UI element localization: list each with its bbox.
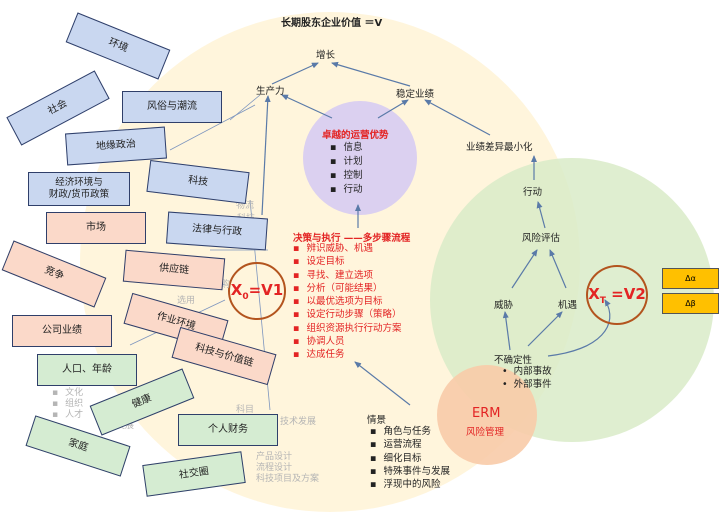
node-growth: 增长 [316, 50, 336, 61]
list-item: 以最优选项为目标 [293, 295, 401, 308]
node-uncertainty: 不确定性 [494, 355, 533, 366]
arrow-ops-stable [377, 99, 409, 119]
faint-word: 物流 [236, 201, 255, 211]
list-item: 浮现中的风险 [370, 478, 450, 491]
list-item: 辨识威胁、机遇 [293, 242, 401, 255]
faint-list-mid: 产品设计 流程设计 科技项目及方案 [256, 452, 319, 485]
delta-beta-box: Δβ [662, 293, 719, 314]
ops-list: 信息 计划 控制 行动 [330, 141, 362, 197]
list-item: 外部事件 [502, 378, 552, 391]
list-item: 文化 [52, 388, 134, 399]
list-item: 设定行动步骤（策略） [293, 308, 401, 321]
x0-label: X0=V1 [230, 280, 284, 302]
xt-label: XT =V2 [588, 284, 646, 306]
decision-list: 辨识威胁、机遇 设定目标 寻找、建立选项 分析（可能结果） 以最优选项为目标 设… [293, 242, 401, 362]
page-title: 长期股东企业价值 ＝V [281, 18, 383, 29]
list-item: 组织 [52, 399, 134, 410]
list-item: 特殊事件与发展 [370, 465, 450, 478]
faint-word: 科目 [236, 405, 255, 415]
arrow-variance-stable [424, 99, 491, 136]
list-item: 人才 [52, 410, 134, 421]
list-item: 行动 [330, 183, 362, 197]
list-item: 运营流程 [370, 438, 450, 451]
arrow-ops-productivity [281, 94, 333, 119]
list-item: 内部事故 [502, 365, 552, 378]
list-item: 达成任务 [293, 348, 401, 361]
node-threat: 威胁 [494, 300, 514, 311]
uncertainty-list: 内部事故 外部事件 [502, 365, 552, 391]
list-item: 流程设计 [256, 463, 293, 473]
list-item: 分析（可能结果） [293, 282, 401, 295]
arrow-stable-growth [331, 61, 411, 87]
node-variance: 业绩差异最小化 [466, 142, 533, 153]
scenario-title: 情景 [367, 415, 387, 426]
arrow-scenario-decision [354, 361, 411, 406]
box-market: 市场 [46, 212, 146, 244]
box-company: 公司业绩 [12, 315, 112, 347]
list-item: 信息 [330, 141, 362, 155]
arrow-productivity-growth [271, 62, 319, 85]
node-risk-eval: 风险评估 [522, 233, 561, 244]
scenario-list: 角色与任务 运营流程 细化目标 特殊事件与发展 浮现中的风险 [370, 425, 450, 491]
list-item: 产品设计 [256, 452, 293, 462]
delta-alpha-box: Δα [662, 268, 719, 289]
arrow-left-productivity [261, 95, 271, 216]
ops-title: 卓越的运营优势 [322, 130, 389, 141]
list-item: 寻找、建立选项 [293, 269, 401, 282]
box-finance: 个人财务 [178, 414, 278, 446]
box-economy: 经济环境与 财政/货币政策 [28, 172, 130, 206]
faint-word: 技术发展 [280, 417, 317, 427]
box-law: 法律与行政 [166, 211, 268, 251]
erm-title: ERM [472, 406, 501, 421]
list-item: 控制 [330, 169, 362, 183]
xt-ring: XT =V2 [586, 265, 648, 325]
x0-ring: X0=V1 [228, 262, 286, 320]
list-item: 科技项目及方案 [256, 474, 320, 484]
decision-title: 决策与执行 ——多步骤流程 [293, 233, 411, 244]
erm-subtitle: 风险管理 [466, 427, 505, 438]
arrow-threat-risk [511, 249, 538, 289]
arrow-risk-action [536, 201, 546, 229]
list-item: 角色与任务 [370, 425, 450, 438]
arrow-uncertainty-opportunity [527, 311, 563, 347]
box-population: 人口、年龄 [37, 354, 137, 386]
arrow-uncertainty-threat [502, 311, 511, 351]
node-productivity: 生产力 [256, 86, 285, 97]
node-action: 行动 [523, 187, 543, 198]
list-item: 协调人员 [293, 335, 401, 348]
box-customs: 风俗与潮流 [122, 91, 222, 123]
list-item: 组织资源执行行动方案 [293, 322, 401, 335]
list-item: 设定目标 [293, 255, 401, 268]
list-item: 细化目标 [370, 452, 450, 465]
arrow-opportunity-risk [549, 249, 567, 289]
node-opportunity: 机遇 [558, 300, 578, 311]
connector-line [169, 104, 256, 151]
node-stable: 稳定业绩 [396, 89, 435, 100]
faint-word: 选用 [177, 296, 196, 306]
list-item: 计划 [330, 155, 362, 169]
